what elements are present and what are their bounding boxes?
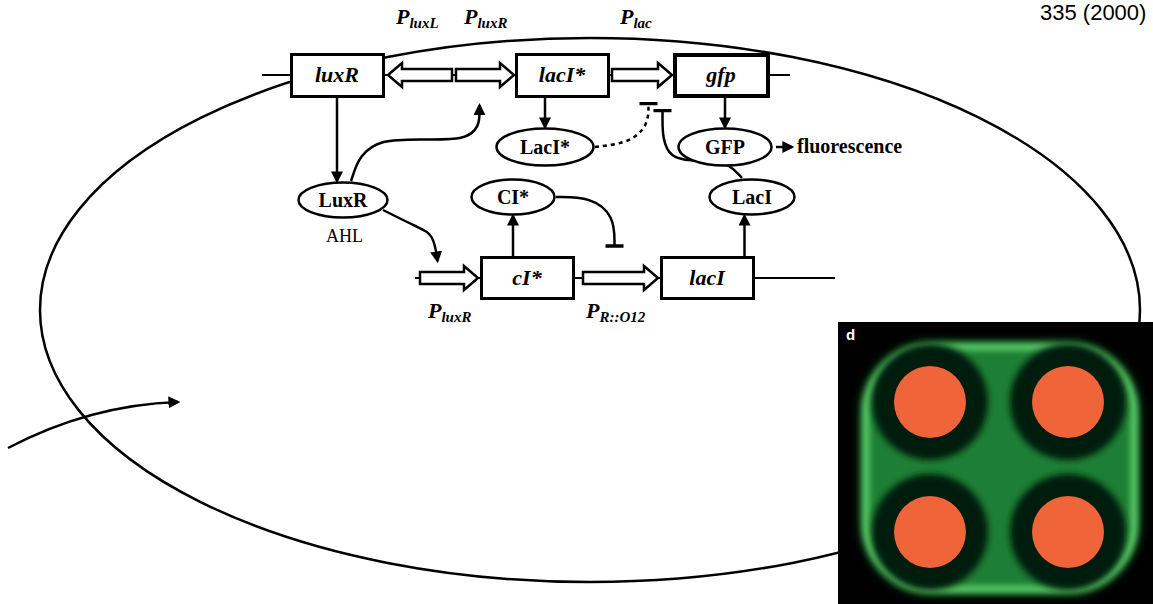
protein-oval: LacI* bbox=[495, 127, 595, 167]
protein-name: CI* bbox=[497, 186, 529, 208]
promoter-arrow bbox=[583, 266, 658, 290]
sender-colony bbox=[1032, 366, 1104, 438]
protein-oval: LuxR bbox=[297, 181, 389, 219]
protein-oval: CI* bbox=[470, 178, 556, 216]
oval-shape bbox=[472, 180, 555, 215]
promoter-label: PluxR bbox=[428, 298, 471, 325]
sender-colony bbox=[894, 496, 966, 568]
gene-name: gfp bbox=[706, 63, 735, 87]
promoter-label: PluxR bbox=[464, 4, 507, 31]
panel-letter: d bbox=[846, 326, 855, 343]
green-glow bbox=[862, 343, 1138, 593]
repression-line bbox=[556, 197, 615, 246]
gene-box: luxR bbox=[290, 53, 385, 98]
gene-name: luxR bbox=[315, 63, 359, 87]
dark-ring bbox=[872, 344, 988, 460]
dark-ring bbox=[1010, 344, 1126, 460]
oval-shape bbox=[679, 129, 772, 166]
gene-name: lacI bbox=[689, 266, 724, 290]
gene-box: cI* bbox=[480, 256, 575, 300]
activation-arrow bbox=[383, 210, 438, 261]
gene-box: lacI* bbox=[515, 53, 610, 98]
dark-ring bbox=[872, 474, 988, 590]
signal-label: AHL bbox=[326, 226, 363, 247]
citation: 335 (2000) bbox=[1040, 0, 1146, 25]
fluorescence-photo bbox=[838, 322, 1153, 604]
promoter-arrow bbox=[420, 266, 478, 290]
photo-ground bbox=[838, 322, 1153, 604]
activation-arrow bbox=[336, 98, 339, 182]
protein-oval: LacI bbox=[708, 178, 796, 216]
activation-arrow bbox=[724, 98, 727, 128]
sender-colony bbox=[894, 366, 966, 438]
promoter-arrow bbox=[456, 63, 514, 87]
protein-name: LacI bbox=[732, 186, 772, 208]
activation-arrow bbox=[512, 216, 515, 256]
protein-oval: GFP bbox=[677, 127, 773, 167]
activation-arrow bbox=[351, 106, 480, 182]
gene-name: lacI* bbox=[539, 63, 585, 87]
promoter-arrow bbox=[388, 63, 452, 87]
repression-line bbox=[595, 104, 649, 148]
protein-name: LuxR bbox=[319, 189, 368, 211]
output-label: fluorescence bbox=[797, 135, 902, 158]
dark-ring bbox=[1010, 474, 1126, 590]
output-arrow bbox=[776, 146, 792, 149]
oval-shape bbox=[299, 183, 388, 218]
promoter-label: PluxL bbox=[396, 4, 439, 31]
activation-arrow bbox=[743, 216, 746, 256]
promoter-arrow bbox=[612, 63, 672, 87]
gene-box: lacI bbox=[660, 256, 755, 300]
gene-box: gfp bbox=[673, 53, 770, 98]
protein-name: GFP bbox=[705, 136, 745, 158]
sender-colony bbox=[1032, 496, 1104, 568]
gene-name: cI* bbox=[512, 266, 541, 290]
promoter-label: PR::O12 bbox=[586, 298, 645, 325]
promoter-label: Plac bbox=[620, 4, 652, 31]
activation-arrow bbox=[544, 98, 547, 128]
oval-shape bbox=[710, 180, 795, 215]
ahl-entry-arrow bbox=[8, 402, 178, 448]
green-rim bbox=[866, 347, 1134, 589]
protein-name: LacI* bbox=[520, 136, 570, 158]
oval-shape bbox=[497, 129, 594, 166]
